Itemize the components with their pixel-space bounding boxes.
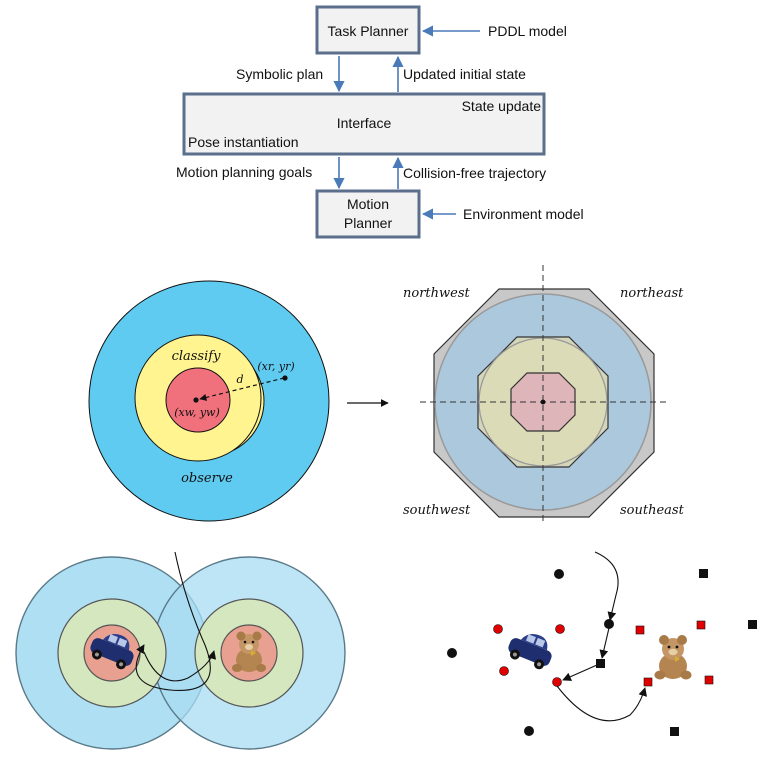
southeast-label: southeast — [620, 503, 685, 518]
path-segment-4 — [556, 685, 647, 722]
motion-planner-label-1: Motion — [347, 196, 389, 212]
red-square-node — [643, 677, 653, 687]
red-square-node — [696, 620, 706, 630]
black-node — [604, 619, 614, 629]
red-square-node — [635, 625, 645, 635]
path-segment-2 — [599, 627, 610, 659]
teddy-bear-icon — [232, 631, 266, 672]
task-planner-label: Task Planner — [328, 23, 409, 39]
black-node — [524, 726, 534, 736]
motion-planner-label-2: Planner — [344, 215, 393, 231]
black-square-node — [670, 727, 679, 736]
black-node — [447, 648, 457, 658]
octagon-center — [540, 399, 546, 405]
red-node — [552, 677, 562, 687]
environment-model-label: Environment model — [463, 206, 584, 222]
overlap-scene — [15, 551, 346, 750]
pose-instantiation-label: Pose instantiation — [188, 134, 299, 150]
red-square-node — [704, 675, 714, 685]
northwest-label: northwest — [403, 286, 471, 301]
red-node — [499, 666, 509, 676]
symbolic-plan-label: Symbolic plan — [236, 66, 323, 82]
black-node — [554, 569, 564, 579]
motion-planner-box: Motion Planner — [315, 189, 421, 239]
classify-label: classify — [172, 349, 222, 364]
robot-point — [282, 375, 288, 381]
southwest-label: southwest — [403, 503, 471, 518]
octagon-diagram: northwest northeast southwest southeast — [403, 265, 685, 525]
state-update-label: State update — [462, 98, 542, 114]
interface-box: Interface State update Pose instantiatio… — [182, 92, 546, 156]
distance-label: d — [236, 373, 243, 386]
red-node — [493, 624, 503, 634]
robot-path-in — [143, 650, 217, 682]
red-node — [555, 624, 565, 634]
interface-label: Interface — [337, 115, 392, 131]
object-pose-label: (xw, yw) — [174, 406, 220, 419]
distance-arrow — [199, 377, 285, 401]
path-segment-3 — [562, 664, 598, 681]
collision-free-trajectory-label: Collision-free trajectory — [403, 165, 546, 181]
task-planner-box: Task Planner — [315, 5, 421, 55]
toy-car-icon — [90, 633, 134, 670]
robot-path-out — [135, 551, 211, 691]
pddl-model-label: PDDL model — [488, 23, 567, 39]
regions-diagram: classify observe d (xr, yr) (xw, yw) — [88, 280, 330, 522]
black-square-node — [699, 569, 708, 578]
black-square-node — [596, 659, 605, 668]
observe-label: observe — [181, 471, 233, 486]
northeast-label: northeast — [620, 286, 684, 301]
motion-planning-goals-label: Motion planning goals — [176, 164, 312, 180]
robot-pose-label: (xr, yr) — [257, 360, 294, 373]
teddy-bear-icon — [654, 635, 692, 680]
path-segment-1 — [594, 551, 619, 621]
black-square-node — [748, 620, 757, 629]
object-point — [193, 397, 199, 403]
toy-car-icon — [508, 633, 552, 670]
updated-initial-state-label: Updated initial state — [403, 66, 526, 82]
flowchart: Task Planner PDDL model Symbolic plan Up… — [176, 5, 584, 239]
discrete-scene — [447, 551, 757, 736]
